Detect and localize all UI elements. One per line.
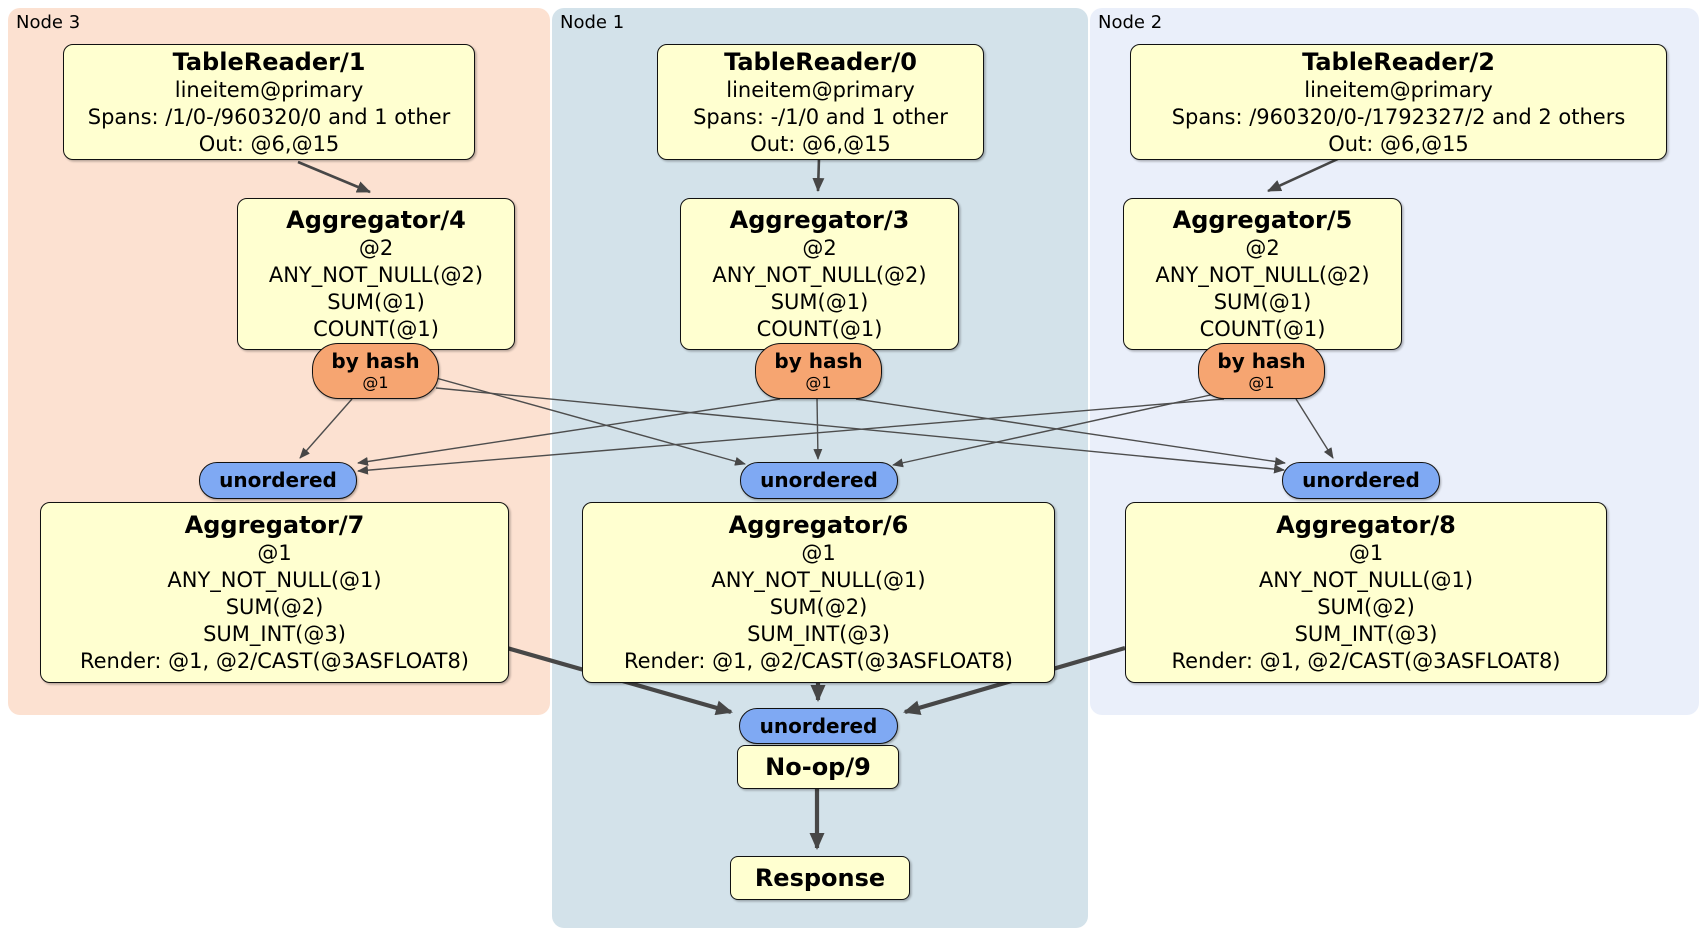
router-by-hash-left: by hash @1 — [312, 343, 439, 399]
stream-unordered-right: unordered — [1282, 462, 1440, 499]
processor-aggregator-8: Aggregator/8 @1 ANY_NOT_NULL(@1) SUM(@2)… — [1125, 502, 1607, 683]
processor-detail: @1 — [1348, 541, 1384, 565]
processor-detail: SUM_INT(@3) — [1294, 622, 1438, 646]
processor-detail: SUM_INT(@3) — [203, 622, 346, 646]
router-label: by hash — [1217, 349, 1306, 373]
node1-label: Node 1 — [560, 12, 625, 33]
processor-detail: COUNT(@1) — [756, 317, 883, 341]
stream-label: unordered — [1302, 468, 1420, 492]
processor-aggregator-4: Aggregator/4 @2 ANY_NOT_NULL(@2) SUM(@1)… — [237, 198, 515, 350]
router-by-hash-right: by hash @1 — [1198, 343, 1325, 399]
processor-detail: @1 — [257, 541, 292, 565]
processor-title: TableReader/0 — [724, 47, 917, 76]
router-key: @1 — [362, 373, 389, 392]
processor-detail: Render: @1, @2/CAST(@3ASFLOAT8) — [623, 649, 1014, 673]
processor-title: TableReader/2 — [1302, 47, 1495, 76]
processor-detail: SUM(@2) — [1317, 595, 1415, 619]
processor-detail: SUM(@1) — [770, 290, 869, 314]
stream-label: unordered — [759, 713, 878, 738]
processor-aggregator-6: Aggregator/6 @1 ANY_NOT_NULL(@1) SUM(@2)… — [582, 502, 1055, 683]
processor-detail: ANY_NOT_NULL(@2) — [268, 263, 484, 287]
processor-noop-9: No-op/9 — [737, 745, 899, 789]
processor-response: Response — [730, 856, 910, 900]
stream-unordered-left: unordered — [199, 462, 357, 499]
processor-aggregator-5: Aggregator/5 @2 ANY_NOT_NULL(@2) SUM(@1)… — [1123, 198, 1402, 350]
router-key: @1 — [805, 373, 832, 392]
processor-detail: SUM(@2) — [225, 595, 324, 619]
processor-detail: Render: @1, @2/CAST(@3ASFLOAT8) — [79, 649, 470, 673]
processor-title: Response — [754, 864, 886, 892]
processor-detail: ANY_NOT_NULL(@1) — [1258, 568, 1474, 592]
processor-detail: Spans: /960320/0-/1792327/2 and 2 others — [1171, 104, 1626, 129]
processor-detail: SUM(@1) — [1213, 290, 1312, 314]
processor-detail: ANY_NOT_NULL(@1) — [167, 568, 382, 592]
processor-detail: SUM_INT(@3) — [747, 622, 890, 646]
processor-detail: @2 — [1245, 236, 1280, 260]
router-label: by hash — [774, 349, 863, 373]
processor-detail: @1 — [801, 541, 836, 565]
processor-detail: ANY_NOT_NULL(@2) — [712, 263, 927, 287]
processor-title: Aggregator/7 — [184, 511, 365, 539]
processor-detail: ANY_NOT_NULL(@2) — [1155, 263, 1370, 287]
processor-detail: lineitem@primary — [1304, 77, 1493, 102]
processor-title: Aggregator/3 — [729, 206, 910, 234]
node3-label: Node 3 — [16, 12, 81, 33]
processor-tablereader-2: TableReader/2 lineitem@primary Spans: /9… — [1130, 44, 1667, 160]
processor-title: Aggregator/8 — [1276, 511, 1456, 539]
processor-detail: SUM(@2) — [769, 595, 868, 619]
processor-title: No-op/9 — [765, 753, 871, 781]
router-key: @1 — [1248, 373, 1275, 392]
processor-title: TableReader/1 — [172, 47, 366, 76]
stream-label: unordered — [219, 468, 337, 492]
stream-unordered-center: unordered — [740, 462, 898, 499]
router-label: by hash — [331, 349, 420, 373]
processor-detail: Out: @6,@15 — [1328, 131, 1469, 156]
node2-label: Node 2 — [1098, 12, 1163, 33]
processor-detail: COUNT(@1) — [1199, 317, 1326, 341]
processor-detail: COUNT(@1) — [313, 317, 439, 341]
processor-title: Aggregator/4 — [286, 206, 466, 234]
stream-label: unordered — [760, 468, 878, 492]
processor-detail: @2 — [358, 236, 394, 260]
stream-unordered-final: unordered — [739, 708, 898, 744]
processor-aggregator-3: Aggregator/3 @2 ANY_NOT_NULL(@2) SUM(@1)… — [680, 198, 959, 350]
processor-detail: @2 — [802, 236, 837, 260]
processor-detail: Spans: -/1/0 and 1 other — [693, 104, 948, 129]
processor-detail: Out: @6,@15 — [198, 131, 340, 156]
processor-detail: Out: @6,@15 — [750, 131, 891, 156]
router-by-hash-center: by hash @1 — [755, 343, 882, 399]
processor-detail: lineitem@primary — [174, 77, 364, 102]
processor-title: Aggregator/6 — [728, 511, 909, 539]
processor-tablereader-0: TableReader/0 lineitem@primary Spans: -/… — [657, 44, 984, 160]
processor-detail: ANY_NOT_NULL(@1) — [711, 568, 926, 592]
processor-title: Aggregator/5 — [1172, 206, 1353, 234]
processor-tablereader-1: TableReader/1 lineitem@primary Spans: /1… — [63, 44, 475, 160]
processor-detail: Spans: /1/0-/960320/0 and 1 other — [87, 104, 451, 129]
processor-detail: Render: @1, @2/CAST(@3ASFLOAT8) — [1171, 649, 1561, 673]
processor-aggregator-7: Aggregator/7 @1 ANY_NOT_NULL(@1) SUM(@2)… — [40, 502, 509, 683]
processor-detail: SUM(@1) — [327, 290, 425, 314]
processor-detail: lineitem@primary — [726, 77, 915, 102]
